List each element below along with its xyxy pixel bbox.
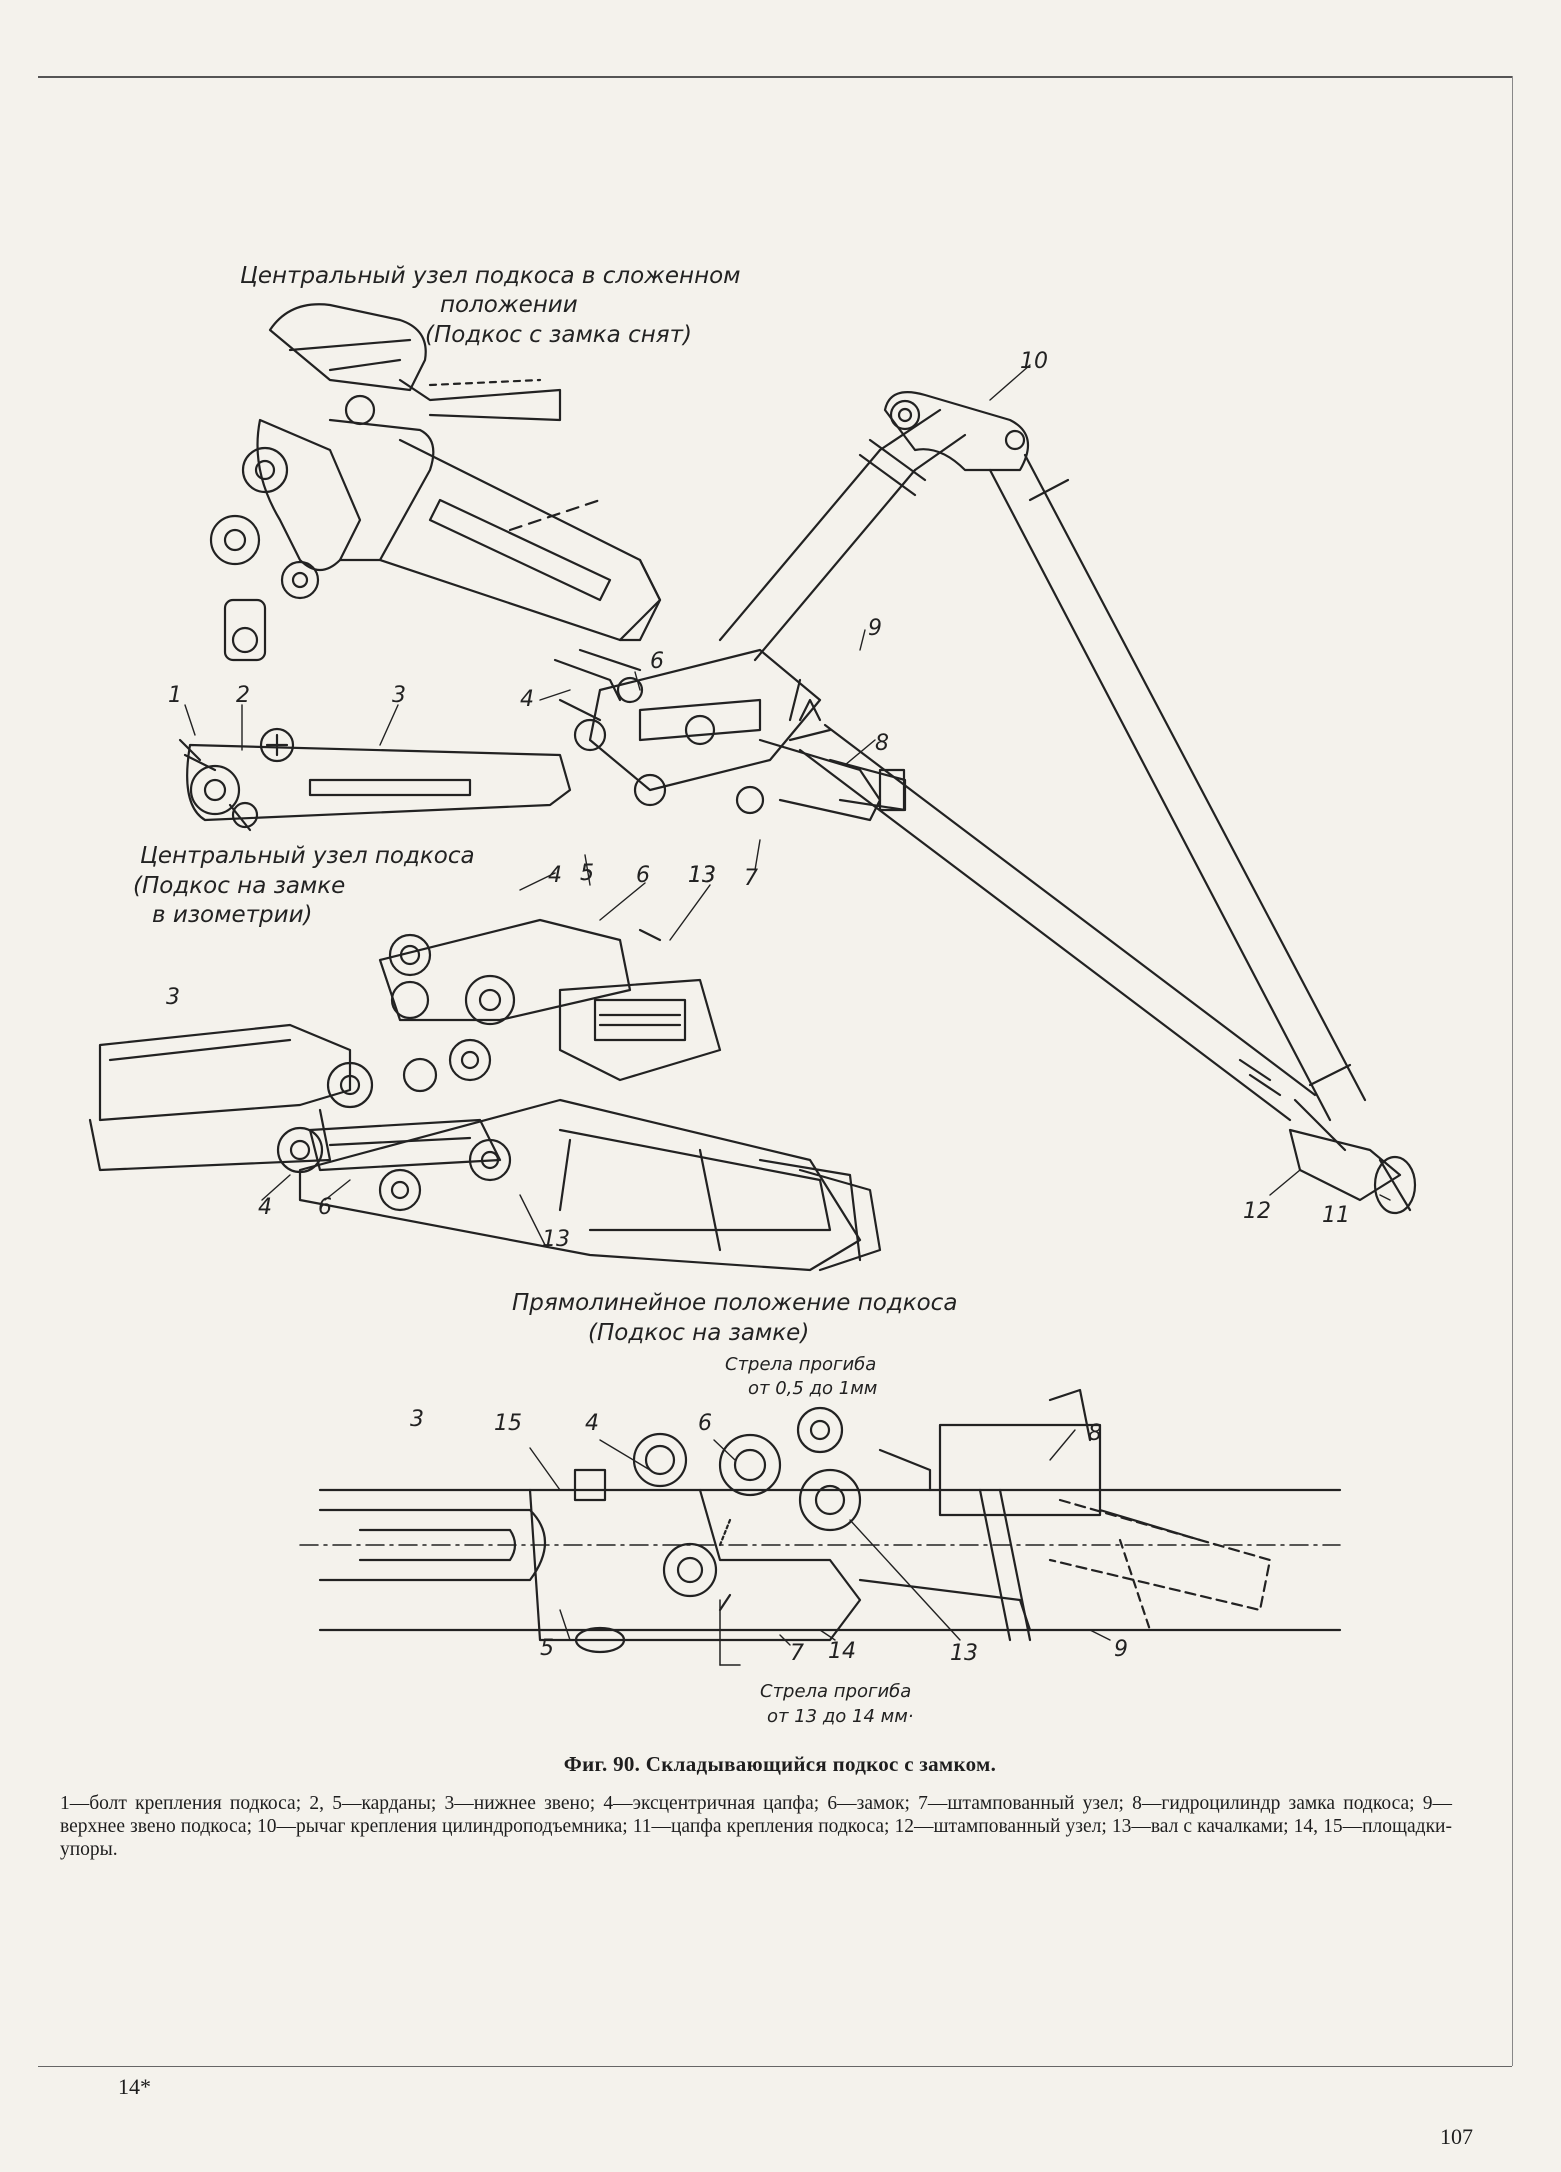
straight-position-illustration xyxy=(299,1388,1342,1666)
folded-node-illustration xyxy=(209,303,662,662)
callout-leader-lines xyxy=(184,364,1391,1646)
deflection-large-line-1: Стрела прогиба xyxy=(760,1681,911,1702)
callout-8: 8 xyxy=(875,731,889,756)
straight-callout-13: 13 xyxy=(950,1641,978,1666)
straight-callout-7: 7 xyxy=(790,1641,804,1666)
page-frame-right-rule xyxy=(1512,76,1513,2066)
callout-11: 11 xyxy=(1322,1203,1350,1228)
straight-callout-6: 6 xyxy=(698,1411,712,1436)
callout-4: 4 xyxy=(520,687,534,712)
figure-legend: 1—болт крепления подкоса; 2, 5—карданы; … xyxy=(60,1793,1452,1860)
straight-callout-5: 5 xyxy=(540,1636,554,1661)
straight-callout-3: 3 xyxy=(410,1407,424,1432)
callout-1: 1 xyxy=(168,683,182,708)
callout-3: 3 xyxy=(392,683,406,708)
callout-9: 9 xyxy=(868,616,882,641)
straight-callout-4: 4 xyxy=(585,1411,599,1436)
straight-title-line-1: Прямолинейное положение подкоса xyxy=(512,1290,957,1316)
iso-title-line-1: Центральный узел подкоса xyxy=(140,843,475,869)
callout-7: 7 xyxy=(744,866,758,891)
iso-callout-4: 4 xyxy=(548,863,562,888)
straight-callout-15: 15 xyxy=(494,1411,522,1436)
iso-callout-13: 13 xyxy=(688,863,716,888)
callout-13: 13 xyxy=(688,863,716,888)
page-frame-top-rule xyxy=(38,76,1512,78)
main-strut-illustration xyxy=(178,391,1417,1215)
isometric-node-illustration xyxy=(88,918,882,1272)
iso-callout-5: 5 xyxy=(580,861,594,886)
deflection-small-line-2: от 0,5 до 1мм xyxy=(748,1378,877,1399)
straight-callout-8: 8 xyxy=(1088,1421,1102,1446)
deflection-small-line-1: Стрела прогиба xyxy=(725,1354,876,1375)
folded-title-line-3: (Подкос с замка снят) xyxy=(425,322,692,348)
iso-callout-6: 6 xyxy=(636,863,650,888)
iso-callout-3: 3 xyxy=(166,985,180,1010)
straight-callout-14: 14 xyxy=(828,1639,856,1664)
iso-title-line-2: (Подкос на замке xyxy=(133,873,345,899)
figure-caption: Фиг. 90. Складывающийся подкос с замком. xyxy=(563,1752,997,1776)
iso-callout-6b: 6 xyxy=(318,1195,332,1220)
callout-12: 12 xyxy=(1243,1199,1271,1224)
iso-title-line-3: в изометрии) xyxy=(152,902,312,928)
callout-5: 5 xyxy=(580,861,594,886)
deflection-large-line-2: от 13 до 14 мм· xyxy=(767,1706,914,1727)
page-frame-bottom-rule xyxy=(38,2066,1512,2067)
folded-title-line-2: положении xyxy=(440,292,578,318)
page-number: 107 xyxy=(1440,2124,1473,2149)
iso-callout-4b: 4 xyxy=(258,1195,272,1220)
folded-title-line-1: Центральный узел подкоса в сложенном xyxy=(240,263,741,289)
callout-2: 2 xyxy=(236,683,250,708)
straight-title-line-2: (Подкос на замке) xyxy=(588,1320,809,1346)
callout-6: 6 xyxy=(650,649,664,674)
iso-callout-13b: 13 xyxy=(542,1227,570,1252)
straight-callout-9: 9 xyxy=(1114,1637,1128,1662)
signature-mark: 14* xyxy=(118,2074,151,2099)
callout-10: 10 xyxy=(1020,349,1048,374)
